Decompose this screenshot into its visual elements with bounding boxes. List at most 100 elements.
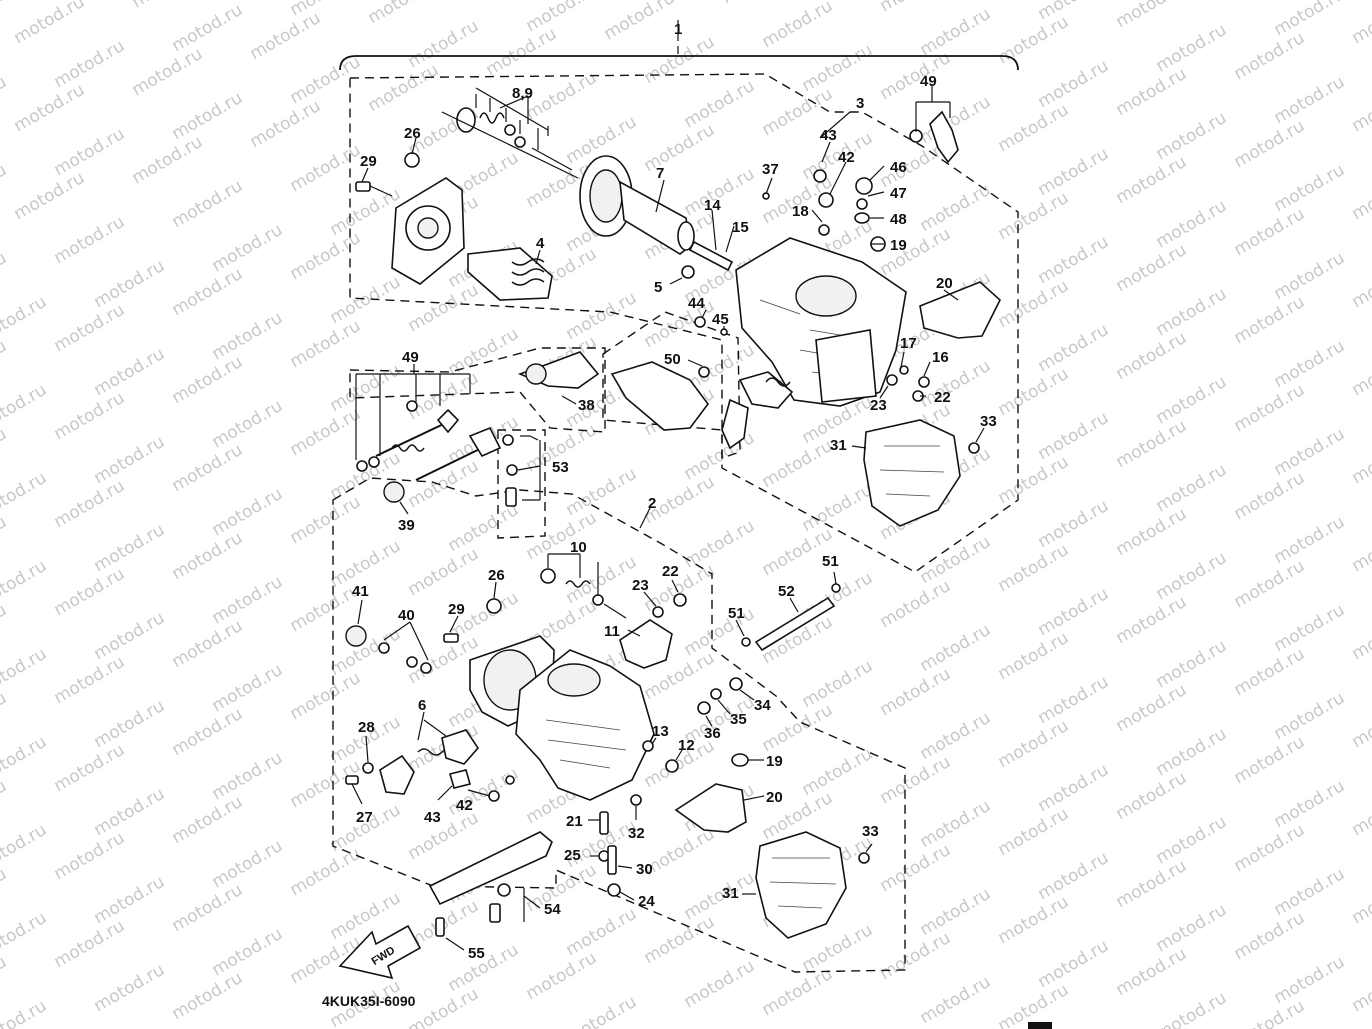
parts-linkage xyxy=(356,351,794,507)
watermark-text: motod.ru xyxy=(1113,592,1191,648)
watermark-text: motod.ru xyxy=(1349,432,1372,488)
watermark-text: motod.ru xyxy=(1113,768,1191,824)
callout: 14 xyxy=(704,197,721,214)
watermark-text: motod.ru xyxy=(1271,952,1349,1008)
watermark-text: motod.ru xyxy=(445,500,523,556)
callout: 45 xyxy=(712,311,729,328)
watermark-text: motod.ru xyxy=(1153,196,1231,252)
watermark-text: motod.ru xyxy=(169,968,247,1024)
watermark-text: motod.ru xyxy=(247,8,325,64)
watermark-text: motod.ru xyxy=(799,656,877,712)
watermark-text: motod.ru xyxy=(1113,680,1191,736)
watermark-text: motod.ru xyxy=(1113,416,1191,472)
callout: 33 xyxy=(980,413,997,430)
callout: 23 xyxy=(870,397,887,414)
watermark-text: motod.ru xyxy=(681,868,759,924)
watermark-text: motod.ru xyxy=(995,364,1073,420)
watermark-text: motod.ru xyxy=(209,572,287,628)
parts-assembly-2 xyxy=(345,568,870,939)
callout: 48 xyxy=(890,211,907,228)
watermark-text: motod.ru xyxy=(91,432,169,488)
watermark-text: motod.ru xyxy=(1231,204,1309,260)
watermark-text: motod.ru xyxy=(1035,496,1113,552)
watermark-text: motod.ru xyxy=(877,0,955,16)
watermark-text: motod.ru xyxy=(877,840,955,896)
callout: 5 xyxy=(654,279,662,296)
callout: 13 xyxy=(652,723,669,740)
callout: 19 xyxy=(890,237,907,254)
watermark-text: motod.ru xyxy=(91,784,169,840)
callout: 29 xyxy=(448,601,465,618)
watermark-text: motod.ru xyxy=(1271,600,1349,656)
watermark-text: motod.ru xyxy=(0,160,10,216)
watermark-text: motod.ru xyxy=(995,716,1073,772)
watermark-text: motod.ru xyxy=(1231,732,1309,788)
watermark-text: motod.ru xyxy=(51,124,129,180)
watermark-text: motod.ru xyxy=(287,52,365,108)
watermark-text: motod.ru xyxy=(0,600,10,656)
watermark-text: motod.ru xyxy=(877,928,955,984)
watermark-text: motod.ru xyxy=(209,836,287,892)
watermark-text: motod.ru xyxy=(995,892,1073,948)
watermark-text: motod.ru xyxy=(1231,116,1309,172)
fwd-arrow-icon: FWD xyxy=(338,924,422,980)
watermark-text: motod.ru xyxy=(169,880,247,936)
watermark-text: motod.ru xyxy=(1349,872,1372,928)
watermark-text: motod.ru xyxy=(1349,256,1372,312)
cover-part xyxy=(355,152,465,285)
watermark-text: motod.ru xyxy=(1035,936,1113,992)
watermark-text: motod.ru xyxy=(1231,380,1309,436)
float-bowl-31 xyxy=(863,419,980,527)
watermark-text: motod.ru xyxy=(405,456,483,512)
watermark-text: motod.ru xyxy=(365,60,443,116)
watermark-text: motod.ru xyxy=(1153,284,1231,340)
float-bowl-31-lower xyxy=(755,831,870,939)
watermark-text: motod.ru xyxy=(601,0,679,44)
watermark-text: motod.ru xyxy=(287,140,365,196)
watermark-text: motod.ru xyxy=(641,296,719,352)
callout: 25 xyxy=(564,847,581,864)
watermark-text: motod.ru xyxy=(917,796,995,852)
watermark-text: motod.ru xyxy=(1153,548,1231,604)
watermark-text: motod.ru xyxy=(209,484,287,540)
callout: 26 xyxy=(488,567,505,584)
watermark-text: motod.ru xyxy=(917,620,995,676)
watermark-text: motod.ru xyxy=(1113,64,1191,120)
watermark-text: motod.ru xyxy=(995,188,1073,244)
callout: 7 xyxy=(656,165,664,182)
watermark-text: motod.ru xyxy=(1271,512,1349,568)
callout: 6 xyxy=(418,697,426,714)
watermark-text: motod.ru xyxy=(129,132,207,188)
carb-body-2 xyxy=(515,649,655,801)
callout: 51 xyxy=(822,553,839,570)
watermark-text: motod.ru xyxy=(0,424,10,480)
callout: 43 xyxy=(820,127,837,144)
callout: 49 xyxy=(920,73,937,90)
watermark-text: motod.ru xyxy=(169,352,247,408)
watermark-text: motod.ru xyxy=(1035,760,1113,816)
watermark-text: motod.ru xyxy=(0,556,50,612)
watermark-text: motod.ru xyxy=(405,984,483,1029)
callout: 55 xyxy=(468,945,485,962)
watermark-text: motod.ru xyxy=(0,336,10,392)
callout: 23 xyxy=(632,577,649,594)
watermark-text: motod.ru xyxy=(0,644,50,700)
watermark-text: motod.ru xyxy=(1035,848,1113,904)
watermark-text: motod.ru xyxy=(877,576,955,632)
callout: 19 xyxy=(766,753,783,770)
watermark-text: motod.ru xyxy=(129,44,207,100)
watermark-text: motod.ru xyxy=(405,280,483,336)
watermark-text: motod.ru xyxy=(681,604,759,660)
callout: 41 xyxy=(352,583,369,600)
watermark-text: motod.ru xyxy=(247,96,325,152)
callout: 10 xyxy=(570,539,587,556)
callout: 50 xyxy=(664,351,681,368)
watermark-text: motod.ru xyxy=(1035,584,1113,640)
watermark-text: motod.ru xyxy=(169,264,247,320)
watermark-text: motod.ru xyxy=(1231,556,1309,612)
watermark-text: motod.ru xyxy=(0,688,10,744)
watermark-text: motod.ru xyxy=(209,660,287,716)
watermark-text: motod.ru xyxy=(51,300,129,356)
watermark-text: motod.ru xyxy=(1231,820,1309,876)
watermark-text: motod.ru xyxy=(287,316,365,372)
